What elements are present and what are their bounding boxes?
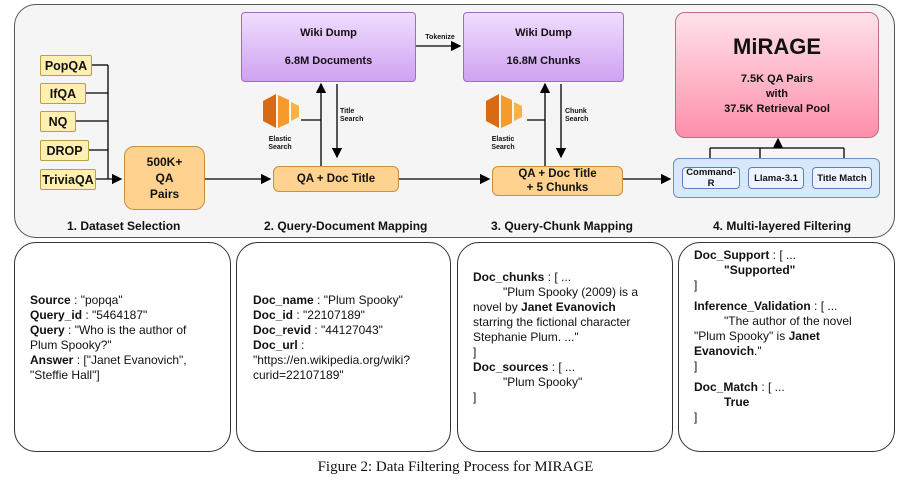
card-dataset-text: Source : "popqa" Query_id : "5464187" Qu… — [30, 293, 187, 382]
elastic-search-icon — [263, 94, 299, 128]
elastic-search-icon — [486, 94, 522, 128]
filter-command-r: Command-R — [682, 167, 740, 189]
wiki-dump-chunks: Wiki Dump 16.8M Chunks — [463, 12, 624, 82]
qa-doc-title-box: QA + Doc Title — [273, 166, 399, 192]
qa-doc-chunks-box: QA + Doc Title + 5 Chunks — [492, 166, 623, 196]
card-document-text: Doc_name : "Plum Spooky" Doc_id : "22107… — [253, 293, 411, 382]
wiki-dump-documents: Wiki Dump 6.8M Documents — [241, 12, 416, 82]
dataset-nq: NQ — [40, 111, 76, 132]
example-card-chunks — [457, 242, 673, 452]
qa-pairs-box: 500K+ QA Pairs — [124, 146, 205, 210]
dataset-ifqa: IfQA — [40, 83, 86, 104]
wiki-dump-count: 6.8M Documents — [284, 55, 373, 67]
wiki-dump-count: 16.8M Chunks — [506, 55, 581, 67]
step-label: 4. Multi-layered Filtering — [713, 219, 852, 233]
qa-pairs-line: 500K+ — [146, 155, 183, 169]
dataset-bracket — [76, 64, 109, 179]
wiki-dump-title: Wiki Dump — [300, 27, 357, 39]
dataset-popqa: PopQA — [40, 55, 92, 76]
dataset-drop: DROP — [40, 140, 89, 161]
step-label: 1. Dataset Selection — [67, 219, 181, 233]
elastic-search-label: Elastic Search — [268, 136, 292, 151]
card-filtering-text: Doc_Support : [ ... "Supported" ] Infere… — [694, 248, 852, 424]
card-chunks-text: Doc_chunks : [ ... "Plum Spooky (2009) i… — [473, 270, 638, 404]
tokenize-label: Tokenize — [425, 34, 455, 41]
step-label: 2. Query-Document Mapping — [264, 219, 428, 233]
example-card-filtering — [678, 242, 895, 452]
title-search-label: Title Search — [340, 108, 364, 123]
figure-caption: Figure 2: Data Filtering Process for MIR… — [317, 459, 594, 475]
step-label: 3. Query-Chunk Mapping — [491, 219, 634, 233]
chunk-search-label: Chunk Search — [565, 108, 589, 123]
filter-llama: Llama-3.1 — [748, 167, 804, 189]
dataset-triviaqa: TriviaQA — [40, 169, 96, 190]
qa-pairs-line: QA — [155, 171, 174, 185]
mirage-box: MiRAGE 7.5K QA Pairs with 37.5K Retrieva… — [675, 12, 879, 138]
wiki-dump-title: Wiki Dump — [515, 27, 572, 39]
elastic-search-label: Elastic Search — [491, 136, 515, 151]
example-card-document — [236, 242, 451, 452]
mirage-title: MiRAGE — [733, 33, 821, 59]
qa-pairs-line: Pairs — [149, 187, 180, 201]
filter-title-match: Title Match — [812, 167, 872, 189]
example-card-dataset — [14, 242, 231, 452]
